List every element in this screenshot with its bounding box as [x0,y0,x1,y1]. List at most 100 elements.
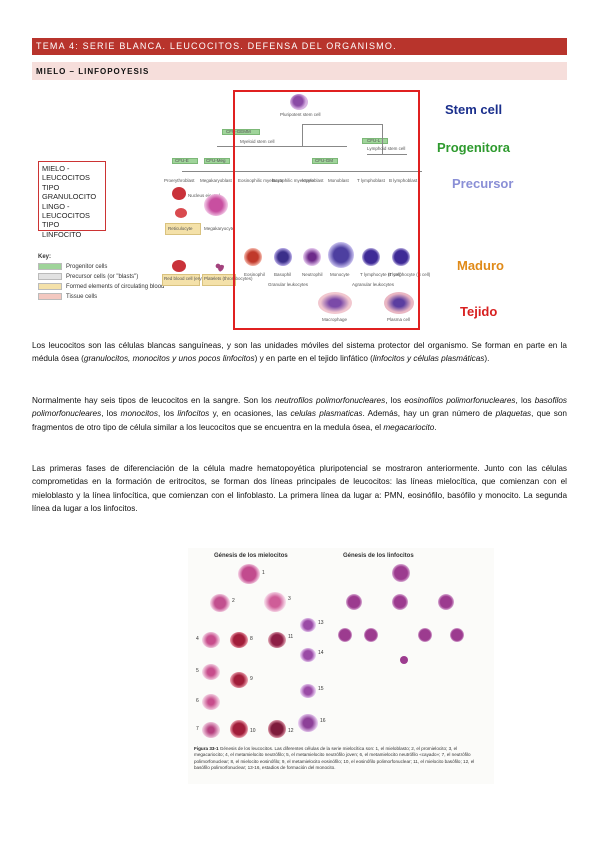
figure-caption: Figura 33-1 Génesis de los leucocitos. L… [194,746,488,772]
branch-line [217,146,347,147]
italic-term: celulas plasmaticas [290,409,363,419]
proerythroblast-label: Proerythroblast [164,178,195,183]
stage-label-stem-cell: Stem cell [445,102,503,117]
macrophage-label: Macrophage [322,317,348,322]
key-item-label: Formed elements of circulating blood [66,283,165,290]
italic-term: linfocitos y células plasmáticas [372,354,485,364]
promyelocyte-cell [210,594,230,612]
neutrophil-cell [303,248,321,266]
cell-number: 5 [196,668,199,674]
platelets-cells [212,260,224,272]
cell-number: 14 [318,650,324,656]
b-lymphocyte-label: B lymphocyte (B cell) [388,272,431,277]
monocyte-label: Monocyte [330,272,350,277]
granular-leukocytes-label: Granular leukocytes [268,282,309,287]
cfu-l-box [362,138,388,144]
myeloid-label: Myeloid stem cell [240,139,275,144]
key-title: Key: [38,254,52,260]
text-run: , los [157,409,178,419]
leukocyte-genesis-figure: Génesis de los mielocitos Génesis de los… [188,548,494,784]
myeloblast-label: Myeloblast [302,178,324,183]
platelets-label: Platelets (thrombocytes) [204,276,253,281]
text-run: , los [385,396,405,405]
b-lymphoblast-label: B lymphoblast [389,178,418,183]
eosinophil-label: Eosinophil [244,272,265,277]
key-item-label: Precursor cells (or "blasts") [66,273,139,280]
basophil-myelocyte-cell [268,632,286,648]
cell-number: 11 [288,634,294,640]
branch-line [302,124,382,125]
cfu-gemm-label: CFU-GEMM [226,129,251,134]
cell-number: 1 [262,570,265,576]
b-lymphocyte-cell [392,248,410,266]
text-run: Los leucocitos son las células blancas s… [32,341,567,364]
prolymphocyte-cell [438,594,454,610]
cfu-gm-box [312,158,338,164]
red-blood-cell-label: Red blood cell (erythrocyte) [164,276,220,281]
document-header: TEMA 4: SERIE BLANCA. LEUCOCITOS. DEFENS… [32,38,567,55]
stage-label-progenitora: Progenitora [437,140,510,155]
caption-text: Génesis de los leucocitos. Las diferente… [194,746,475,771]
text-run: Normalmente hay seis tipos de leucocitos… [32,396,276,405]
cfu-meg-label: CFU-Meg [206,158,226,163]
monocyte-cell [328,242,354,268]
monocyte-stage-cell [300,684,316,698]
cell-number: 8 [250,636,253,642]
genesis-myelocytes-title: Génesis de los mielocitos [214,553,288,559]
color-key: Key: Progenitor cells Precursor cells (o… [38,254,173,302]
erythroblast-cell [172,187,186,200]
pmn-basophil-cell [268,720,286,738]
cfu-gm-label: CFU-GM [315,158,333,163]
megakaryoblast-label: Megakaryoblast [200,178,232,183]
legend-line: GRANULOCITO [42,192,97,202]
platelets-box [202,274,236,286]
megakaryocyte-label: Megakaryocyte [204,226,235,231]
prolymphocyte-cell [346,594,362,610]
text-run: y, en ocasiones, las [209,409,291,419]
paragraph-intro: Los leucocitos son las células blancas s… [32,339,567,366]
nucleus-ejected-label: Nucleus ejected [188,193,221,198]
monocyte-stage-cell [300,648,316,662]
branch-line [367,154,407,155]
lymphoblast-cell [392,564,410,582]
branch-line [302,124,303,146]
italic-term: linfocitos [177,409,210,419]
text-run: , los [101,409,121,419]
reticulocyte-cell [175,208,187,218]
cell-number: 9 [250,676,253,682]
eosinophilic-myelocyte-label: Eosinophilic myelocyte [238,178,284,183]
prolymphocyte-cell [392,594,408,610]
lymphoid-label: Lymphoid stem cell [367,146,406,151]
rbc-box [162,274,200,286]
basophil-cell [274,248,292,266]
reticulocyte-box [165,223,201,235]
key-item: Precursor cells (or "blasts") [38,272,173,281]
mielo-lingo-legend-box: MIELO - LEUCOCITOS TIPO GRANULOCITO LING… [38,161,106,239]
agranular-leukocytes-label: Agranular leukocytes [352,282,395,287]
cell-number: 6 [196,698,199,704]
t-lymphocyte-label: T lymphocyte (T cell) [360,272,402,277]
legend-line: LINGO - [42,201,70,211]
text-run: . Además, hay un gran número de [362,409,496,419]
leukocyte-highlight-frame [233,90,420,330]
italic-term: neutrofilos polimorfonucleares [275,396,386,405]
cfu-e-label: CFU-E [175,158,189,163]
eosinophil-cell [244,248,262,266]
branch-line [182,171,422,172]
pluripotent-label: Pluripotent stem cell [280,112,321,117]
key-item: Tissue cells [38,292,173,301]
lymphocyte-cell [364,628,378,642]
key-item: Formed elements of circulating blood [38,282,173,291]
key-item-label: Progenitor cells [66,263,108,270]
red-blood-cell [172,260,186,272]
pluripotent-stem-cell [290,94,308,110]
t-lymphocyte-cell [362,248,380,266]
legend-line: LINFOCITO [42,229,82,239]
text-run: ). [484,354,490,364]
monoblast-label: Monoblast [328,178,349,183]
lymphocyte-cell [450,628,464,642]
caption-label: Figura 33-1 [194,746,219,751]
eosinophil-metamyelocyte-cell [230,672,248,688]
cell-number: 4 [196,636,199,642]
cell-number: 16 [320,718,326,724]
